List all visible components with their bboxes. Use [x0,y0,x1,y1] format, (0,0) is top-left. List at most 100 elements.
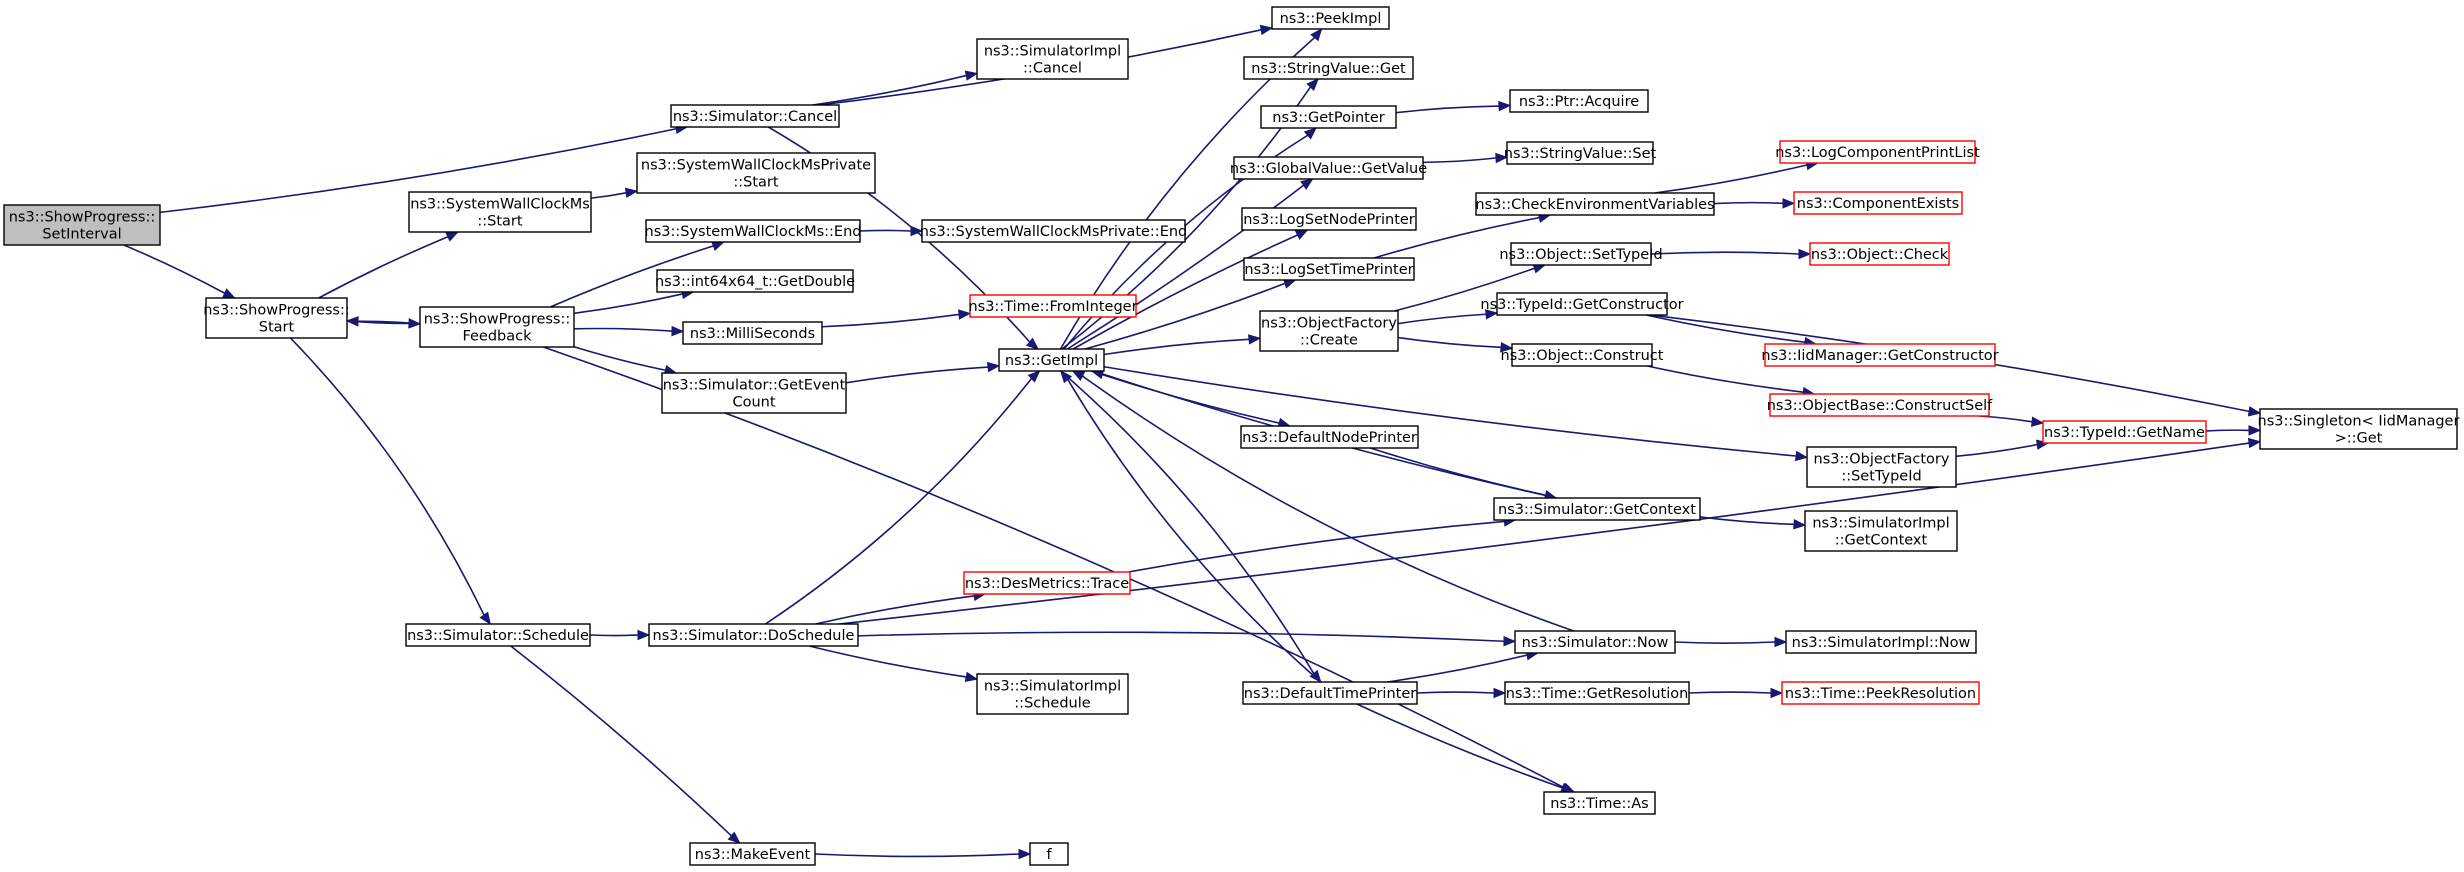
node-label: ns3::Simulator::GetEvent [663,378,846,394]
node-objfact-settypeid[interactable]: ns3::ObjectFactory::SetTypeId [1806,446,1957,488]
node-label: ns3::ShowProgress:: [203,303,350,319]
node-label: ns3::Object::Construct [1501,348,1664,364]
node-time-getres[interactable]: ns3::Time::GetResolution [1504,681,1690,705]
edge-deftimeprinter-to-getimpl [1059,369,1322,683]
node-label: ns3::LogSetNodePrinter [1243,212,1415,228]
node-label: ns3::Time::PeekResolution [1785,686,1976,702]
node-getimpl[interactable]: ns3::GetImpl [998,348,1105,372]
node-start[interactable]: ns3::ShowProgress::Start [203,297,350,339]
node-fromint[interactable]: ns3::Time::FromInteger [968,294,1138,318]
node-objfact-create[interactable]: ns3::ObjectFactory::Create [1259,310,1399,352]
node-simimpl-cancel[interactable]: ns3::SimulatorImpl::Cancel [976,38,1129,80]
node-deftimeprinter[interactable]: ns3::DefaultTimePrinter [1242,681,1418,705]
edge-sim_now-to-simimpl_now [1674,636,1788,648]
node-label: ns3::LogSetTimePrinter [1244,262,1413,278]
node-time-as[interactable]: ns3::Time::As [1543,791,1656,815]
node-sim-doschedule[interactable]: ns3::Simulator::DoSchedule [648,623,859,647]
node-label: ns3::Simulator::Cancel [673,109,837,125]
node-label: ns3::StringValue::Get [1251,61,1406,77]
node-strval-get[interactable]: ns3::StringValue::Get [1243,56,1414,80]
node-typeid-getname[interactable]: ns3::TypeId::GetName [2042,420,2207,444]
edge-layer [123,24,2262,860]
node-logsettime[interactable]: ns3::LogSetTimePrinter [1243,257,1415,281]
node-label: ns3::SystemWallClockMs [410,197,590,213]
edge-typeid_getctor-to-iidmgr_getctor [1646,314,1818,348]
edge-sim_doschedule-to-getimpl [764,370,1041,625]
node-sim-getcontext[interactable]: ns3::Simulator::GetContext [1493,497,1701,521]
node-setinterval[interactable]: ns3::ShowProgress::SetInterval [3,204,161,246]
node-objbase-cself[interactable]: ns3::ObjectBase::ConstructSelf [1767,393,1993,417]
node-label: Start [259,320,295,336]
node-peekimpl[interactable]: ns3::PeekImpl [1271,6,1390,30]
node-checkenv[interactable]: ns3::CheckEnvironmentVariables [1475,192,1715,216]
node-swcms-start[interactable]: ns3::SystemWallClockMs::Start [408,191,592,233]
node-makeevent[interactable]: ns3::MakeEvent [689,842,816,866]
node-obj-settypeid[interactable]: ns3::Object::SetTypeId [1499,242,1663,266]
node-milliseconds[interactable]: ns3::MilliSeconds [682,321,823,345]
node-label: ns3::ComponentExists [1797,196,1960,212]
edge-feedback-to-swcms_end [550,241,725,308]
node-label: ns3::SimulatorImpl [1812,516,1949,532]
edge-gv_getvalue-to-strval_set [1422,152,1509,164]
edge-sim_doschedule-to-sim_now [857,631,1517,647]
node-label: Feedback [462,329,532,345]
node-logcomplist[interactable]: ns3::LogComponentPrintList [1775,140,1980,164]
node-iidmgr-getctor[interactable]: ns3::IidManager::GetConstructor [1761,343,1999,367]
node-typeid-getctor[interactable]: ns3::TypeId::GetConstructor [1480,292,1684,316]
node-label: >::Get [2335,431,2383,447]
node-swcmsp-end[interactable]: ns3::SystemWallClockMsPrivate::End [920,219,1188,243]
edge-start-to-swcms_start [318,231,460,299]
edge-obj_settypeid-to-obj_check [1650,248,1812,260]
edge-sim_doschedule-to-singleton_get [839,437,2262,625]
node-defnodeprinter[interactable]: ns3::DefaultNodePrinter [1240,425,1419,449]
node-label: ns3::TypeId::GetName [2044,425,2205,441]
node-label: ns3::DesMetrics::Trace [965,576,1129,592]
node-label: ns3::SimulatorImpl::Now [1792,635,1971,651]
node-feedback[interactable]: ns3::ShowProgress::Feedback [419,306,575,348]
node-logsetnode[interactable]: ns3::LogSetNodePrinter [1241,207,1417,231]
node-getdouble[interactable]: ns3::int64x64_t::GetDouble [655,269,855,293]
node-label: ::Start [733,175,779,191]
node-sim-now[interactable]: ns3::Simulator::Now [1514,630,1676,654]
edge-milliseconds-to-fromint [821,309,972,328]
node-obj-construct[interactable]: ns3::Object::Construct [1501,343,1664,367]
node-layer: ns3::ShowProgress::SetIntervalns3::ShowP… [3,6,2460,866]
node-simimpl-schedule[interactable]: ns3::SimulatorImpl::Schedule [976,673,1129,715]
node-label: ns3::Singleton< IidManager [2258,414,2460,430]
node-f[interactable]: f [1029,842,1069,866]
node-label: ns3::GetPointer [1272,110,1385,126]
node-label: ns3::CheckEnvironmentVariables [1475,197,1714,213]
node-getpointer[interactable]: ns3::GetPointer [1260,105,1397,129]
node-label: ns3::Simulator::GetContext [1498,502,1696,518]
edge-time_getres-to-time_peekres [1688,687,1784,699]
edge-getimpl-to-deftimeprinter [1060,370,1322,684]
node-label: ns3::MakeEvent [695,847,811,863]
node-swcms-end[interactable]: ns3::SystemWallClockMs::End [645,219,862,243]
node-ptr-acquire[interactable]: ns3::Ptr::Acquire [1509,89,1649,113]
node-singleton-get[interactable]: ns3::Singleton< IidManager>::Get [2258,408,2460,450]
node-strval-set[interactable]: ns3::StringValue::Set [1504,141,1657,165]
node-gv-getvalue[interactable]: ns3::GlobalValue::GetValue [1230,156,1427,180]
edge-objfact_create-to-typeid_getctor [1397,309,1499,325]
node-label: ns3::IidManager::GetConstructor [1761,348,1998,364]
node-obj-check[interactable]: ns3::Object::Check [1809,242,1950,266]
edge-sim_schedule-to-makeevent [510,645,741,844]
node-simimpl-now[interactable]: ns3::SimulatorImpl::Now [1785,630,1977,654]
edge-makeevent-to-f [814,848,1032,860]
node-label: ns3::Object::Check [1811,247,1949,263]
node-swcmsp-start[interactable]: ns3::SystemWallClockMsPrivate::Start [636,152,876,194]
edge-objbase_cself-to-typeid_getname [1979,415,2045,427]
node-label: ns3::SystemWallClockMs::End [645,224,862,240]
edge-typeid_getname-to-singleton_get [2205,425,2262,436]
edge-deftimeprinter-to-time_getres [1416,687,1507,699]
node-desmetrics[interactable]: ns3::DesMetrics::Trace [963,571,1131,595]
node-label: ns3::SimulatorImpl [984,44,1121,60]
node-sim-schedule[interactable]: ns3::Simulator::Schedule [405,623,591,647]
node-time-peekres[interactable]: ns3::Time::PeekResolution [1781,681,1980,705]
node-simimpl-getcontext[interactable]: ns3::SimulatorImpl::GetContext [1804,510,1958,552]
node-compexists[interactable]: ns3::ComponentExists [1793,191,1963,215]
node-sim-cancel[interactable]: ns3::Simulator::Cancel [670,104,840,128]
edge-geteventcount-to-getimpl [845,361,1001,384]
